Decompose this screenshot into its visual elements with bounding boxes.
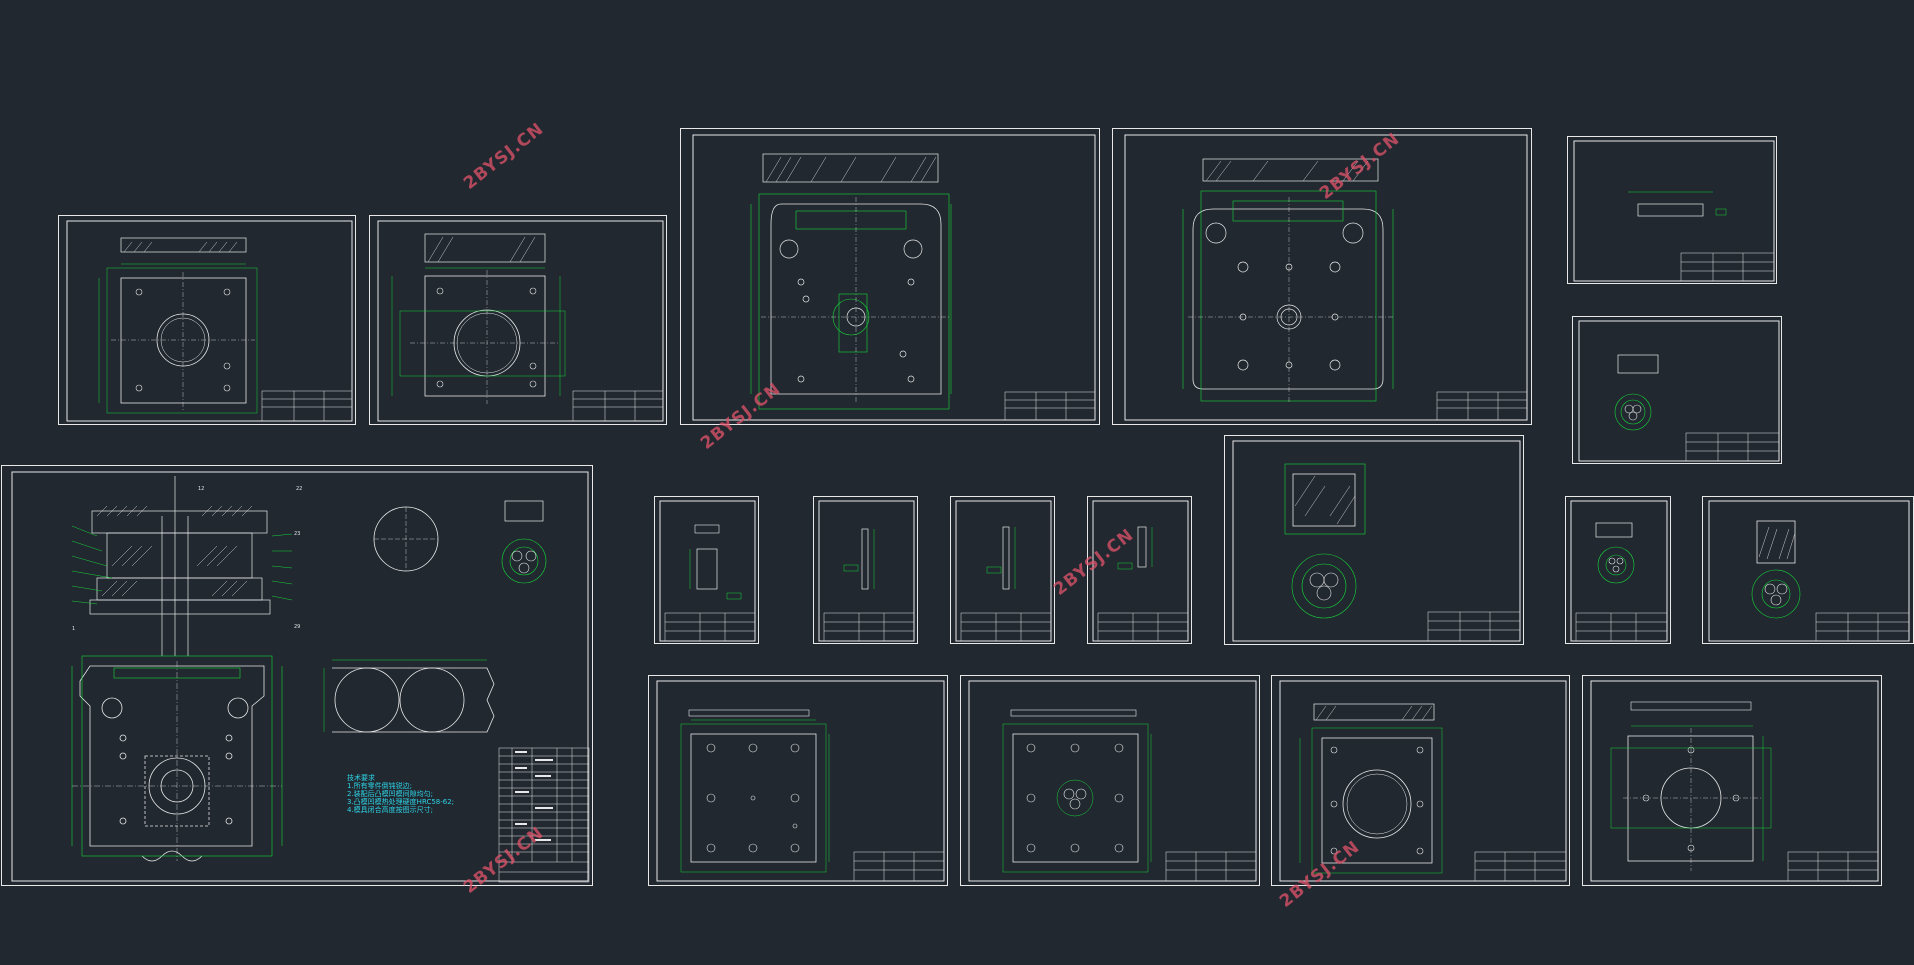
part-drawing-sheet[interactable] [1224, 435, 1524, 645]
part-drawing-graphics [1124, 134, 1528, 421]
part-drawing-sheet[interactable] [813, 496, 918, 644]
part-drawing-graphics [955, 500, 1052, 642]
technical-notes: 技术要求 1.所有零件倒钝锐边; 2.装配后凸模凹模间隙均匀; 3.凸模凹模热处… [347, 774, 454, 814]
part-number-label: 23 [294, 531, 301, 537]
part-drawing-graphics [968, 680, 1257, 882]
part-drawing-graphics [1232, 440, 1521, 642]
part-drawing-sheet[interactable] [1565, 496, 1671, 644]
part-drawing-graphics [1092, 500, 1189, 642]
assembly-drawing-graphics [11, 471, 590, 883]
note-line: 3.凸模凹模热处理硬度HRC58-62; [347, 798, 455, 806]
part-drawing-sheet[interactable] [648, 675, 948, 886]
note-line: 技术要求 [347, 774, 375, 782]
part-drawing-graphics [1573, 140, 1775, 282]
part-drawing-graphics [692, 134, 1096, 421]
watermark-text: 2BYSJ.CN [460, 118, 548, 194]
part-number-label: 1 [72, 626, 76, 632]
part-drawing-sheet[interactable] [1271, 675, 1570, 886]
part-drawing-sheet[interactable] [1567, 136, 1777, 284]
part-drawing-sheet[interactable] [58, 215, 356, 425]
part-drawing-sheet[interactable] [1582, 675, 1882, 886]
part-drawing-graphics [818, 500, 915, 642]
part-drawing-sheet[interactable] [1112, 128, 1532, 425]
part-drawing-graphics [1279, 680, 1567, 882]
part-number-label: 12 [198, 486, 205, 492]
note-line: 1.所有零件倒钝锐边; [347, 782, 413, 790]
part-drawing-graphics [1578, 320, 1780, 462]
part-drawing-graphics [1570, 500, 1668, 642]
part-drawing-sheet[interactable] [369, 215, 667, 425]
part-drawing-sheet[interactable] [680, 128, 1100, 425]
part-number-label: 29 [294, 624, 301, 630]
part-drawing-sheet[interactable] [1087, 496, 1192, 644]
part-drawing-graphics [1590, 680, 1879, 882]
note-line: 2.装配后凸模凹模间隙均匀; [347, 790, 434, 798]
part-drawing-sheet[interactable] [654, 496, 759, 644]
part-drawing-graphics [66, 220, 353, 422]
part-number-label: 22 [296, 486, 303, 492]
part-drawing-sheet[interactable] [960, 675, 1260, 886]
part-drawing-sheet[interactable] [1572, 316, 1782, 464]
part-drawing-graphics [659, 500, 756, 642]
part-drawing-graphics [377, 220, 664, 422]
part-drawing-sheet[interactable] [1702, 496, 1914, 644]
assembly-drawing-sheet[interactable]: 技术要求 1.所有零件倒钝锐边; 2.装配后凸模凹模间隙均匀; 3.凸模凹模热处… [1, 465, 593, 886]
part-drawing-sheet[interactable] [950, 496, 1055, 644]
part-drawing-graphics [656, 680, 945, 882]
part-drawing-graphics [1708, 500, 1910, 642]
note-line: 4.模具闭合高度按图示尺寸; [347, 806, 434, 814]
